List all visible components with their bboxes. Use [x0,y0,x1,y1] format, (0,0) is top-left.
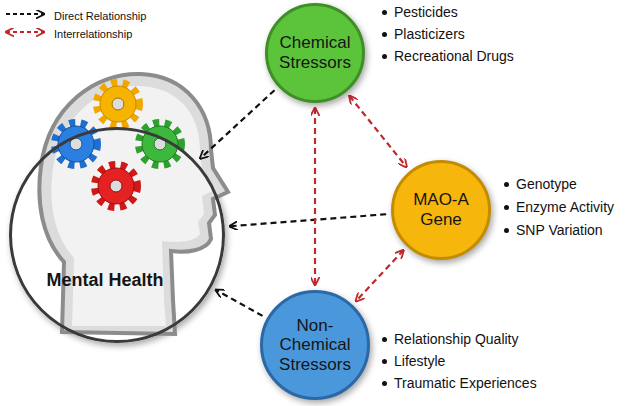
gear-red [95,165,137,207]
circle-shape [393,162,490,259]
circle-shape [11,129,224,342]
bullet-item: Recreational Drugs [381,48,514,64]
legend-sample [4,24,50,40]
direct-arrow [216,290,263,316]
node-text-holder: Non-Chemical Stressors [260,290,370,400]
legend-text: Direct Relationship [54,10,146,22]
legend-line [6,13,44,15]
circle-label: Non-Chemical Stressors [268,316,362,375]
head-silhouette [39,74,228,334]
bullet-item: Pesticides [381,4,458,20]
circle-shape [262,292,369,399]
direct-arrow [200,90,274,158]
legend-line [6,31,44,33]
circle-outline [9,127,225,343]
legend-sample [4,6,50,22]
bullet-item: Genotype [503,176,577,192]
bullet-item: Lifestyle [381,353,445,369]
mental-health-circle: Mental Health [9,127,225,343]
bullet-item: Traumatic Experiences [381,375,537,391]
node-title: Mental Health [46,270,163,291]
bullet-item: Plasticizers [381,26,465,42]
legend-row: Interrelationship [4,24,132,40]
chemical-circle: Chemical Stressors [265,3,365,103]
node-text-holder: Mental Health [9,127,225,343]
circle-label: Chemical Stressors [273,33,358,72]
legend-text: Interrelationship [54,28,132,40]
interrelationship-arrow [356,250,404,301]
bullet-item: SNP Variation [503,222,603,238]
bullet-item: Relationship Quality [381,331,519,347]
circle-shape [267,5,364,102]
non-chemical-circle: Non-Chemical Stressors [260,290,370,400]
node-text-holder: MAO-A Gene [391,160,491,260]
node-text-holder: Chemical Stressors [265,3,365,103]
direct-arrow [230,214,386,226]
interrelationship-arrow [314,108,316,285]
legend-row: Direct Relationship [4,6,146,22]
gear-orange [97,83,139,125]
gene-circle: MAO-A Gene [391,160,491,260]
interrelationship-arrow [349,96,406,167]
circle-label: MAO-A Gene [399,190,484,229]
bullet-item: Enzyme Activity [503,199,614,215]
